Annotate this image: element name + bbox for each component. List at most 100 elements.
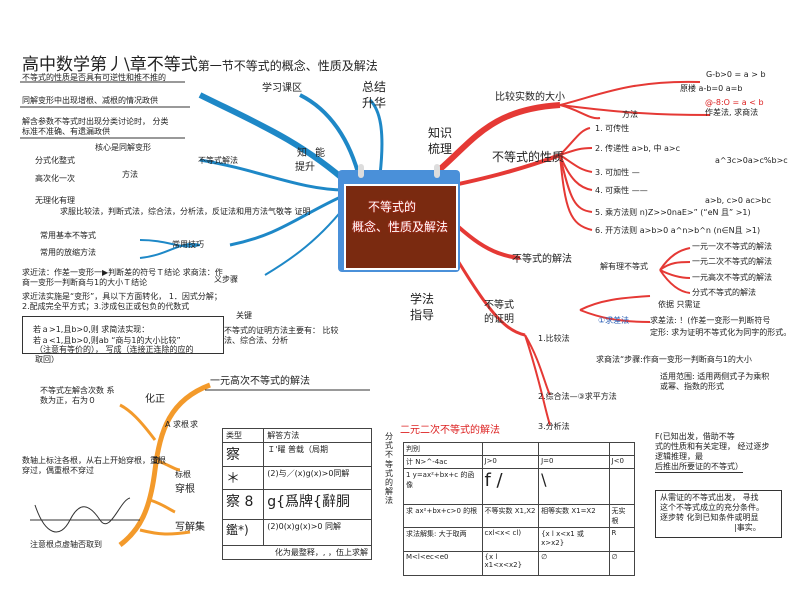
note: 原楼 a-b=0 a=b — [680, 84, 743, 93]
note: （注意有等价的）， 写成（连接正连除的应的 — [35, 345, 194, 354]
note: 数轴上标注各根，从右上开始穿根， 奇 — [22, 456, 161, 465]
note: 若ａ>1,且b>0,则 求简法实现： — [33, 325, 150, 334]
center-title-line2: 概念、性质及解法 — [352, 220, 449, 234]
note: ①求差法 — [598, 316, 630, 325]
table-cell: ∅ — [608, 551, 636, 576]
note: 若ａ<1,且b>0,则ab “商与1的大小比较” — [33, 336, 181, 345]
note: 3. 可加性 — — [595, 168, 640, 177]
note: a>b, c>0 ac>bc — [705, 196, 771, 205]
note: 逐步转 化到已知条件或明显 — [660, 513, 759, 522]
note: 重根 — [150, 456, 166, 465]
table-cell: M<l<ec<e0 — [403, 551, 483, 576]
table-cell: {x l x<x1 或 x>x2} — [538, 527, 610, 552]
table-cell: 求法解集: 大于取两 — [403, 527, 483, 552]
note: G-b>0 = a > b — [706, 70, 766, 79]
table-cell: ∅ — [538, 551, 610, 576]
branch-one-var: 一元高次不等式的解法 — [210, 376, 310, 387]
note: 常用的放缩方法 — [40, 248, 96, 257]
table-cell: 判别 — [403, 442, 483, 456]
table-cell: 求 ax²+bx+c>0 的根 — [403, 504, 483, 528]
branch-two-var: 二元二次不等式的解法 — [400, 425, 500, 436]
table-cell: 无实根 — [608, 504, 636, 528]
branch-method-guide: 学法 — [410, 292, 435, 306]
note: 法、综合法、分析 — [224, 336, 288, 345]
note: 一元高次不等式的解法 — [692, 273, 772, 282]
branch-proof-2: 的证明 — [484, 314, 514, 325]
table-cell: (2)与／(x)g(x)>0同解 — [263, 466, 372, 490]
note: 2.配成完全平方式；3.涉成包正或包负的代数式 — [22, 302, 190, 311]
table-cell: cxl<x< cl) — [481, 527, 540, 552]
note: 常用基本不等式 — [40, 231, 96, 240]
note: 核心是同解变形 — [95, 143, 151, 152]
table-cell: g{爲牌{辭胴 — [263, 489, 372, 520]
branch-summary-2: 升华 — [362, 96, 387, 110]
note: 解有理不等式 — [600, 262, 648, 271]
note: 方法 — [622, 110, 638, 119]
note: 解含参数不等式时出现分类讨论时， 分类 — [22, 117, 169, 126]
table-cell: 1 y=ax²+bx+c 的函像 — [403, 468, 483, 505]
note: 逻辑推理，最 — [655, 452, 703, 461]
note: |事实。 — [734, 523, 761, 532]
table-cell: ＊ — [221, 466, 265, 490]
branch-study-before: 学习课区 — [262, 83, 302, 94]
branch-ability-2: 能 — [315, 148, 325, 159]
branch-solving: 不等式的解法 — [512, 254, 572, 265]
note: 求 — [190, 420, 198, 429]
note: 求差法: ！(作差一变形一判断符号 — [650, 316, 771, 325]
note: 化正 — [145, 394, 165, 405]
branch-method-guide-2: 指导 — [410, 308, 435, 322]
table-cell: J=0 — [538, 455, 610, 469]
center-title-line1: 不等式的 — [368, 200, 417, 214]
branch-proof: 不等式 — [484, 300, 514, 311]
branch-knowledge: 知识 — [428, 126, 453, 140]
note: 求近法：作差一变形一▶判断差的符号Ｔ结论 求商法：作 — [22, 268, 223, 277]
note: 不等式的性质是否具有可逆性和推不推的 — [22, 73, 166, 82]
note: 3.分析法 — [538, 422, 570, 431]
table-cell: J>0 — [481, 455, 540, 469]
table-cell: J<0 — [608, 455, 636, 469]
note: 作差法, 求商法 — [705, 108, 759, 117]
note: 关键 — [236, 311, 252, 320]
note: 高次化一次 — [35, 174, 75, 183]
branch-summary: 总结 — [362, 80, 387, 94]
note: 分式化整式 — [35, 156, 75, 165]
note: 5. 乘方法则 n)Z>>0naE>” (“eN 且” >1) — [595, 208, 751, 217]
note: 适用范围: 适用两侧式子为乘积 — [660, 372, 770, 381]
note: 常用技巧 — [172, 240, 204, 249]
note: 一元一次不等式的解法 — [692, 242, 772, 251]
table-cell: {x l x1<x<x2} — [481, 551, 540, 576]
note: 一元二次不等式的解法 — [692, 257, 772, 266]
table-cell: Ｉ'曜 普载（局期 — [263, 442, 372, 467]
note: 4. 可乘性 —— — [595, 186, 648, 195]
table-cell: 化为最整释，, ，伍上求解 — [222, 545, 372, 560]
note: a^3c>0a>c%b>c — [715, 156, 788, 165]
note: 1. 可传性 — [595, 124, 630, 133]
note: 定形: 求为证明不等式化为同字的形式。 — [650, 328, 792, 337]
note: 这个不等式成立的充分条件。 — [660, 503, 764, 512]
note: 无理化有理 — [35, 196, 75, 205]
table-cell: 相等实数 X1=X2 — [538, 504, 610, 528]
note: 标根 — [175, 470, 191, 479]
table-cell: 不等实数 X1,X2 — [481, 504, 540, 528]
table-cell: R — [608, 527, 636, 552]
branch-knowledge-2: 梳理 — [428, 142, 453, 156]
note: 义步骤 — [214, 275, 238, 284]
note: 穿根 — [175, 484, 195, 495]
note: 方法 — [122, 170, 138, 179]
branch-properties: 不等式的性质 — [492, 150, 565, 164]
note: 后推出所要证的不等式） — [655, 462, 743, 473]
note: 求近法实施是“变形”，具以下方面转化， 1．因式分解； — [22, 292, 222, 301]
note: F(已知出发，借助不等 — [655, 432, 735, 441]
note: 求商法“步骤:作商一变形一判断商与1的大小 — [596, 355, 752, 364]
note: 标准不准确、有遗漏政供 — [22, 127, 110, 136]
note: 1.比较法 — [538, 334, 570, 343]
table-cell: (2)0(x)g(x)>0 同解 — [263, 519, 372, 546]
note: 2.综合法—③求平方法 — [538, 392, 617, 401]
table-cell: 察 — [221, 442, 265, 467]
table-header: 类型 — [221, 428, 265, 443]
note: 数为正，右为０ — [40, 396, 96, 405]
note: 依据 只需证 — [658, 300, 701, 309]
